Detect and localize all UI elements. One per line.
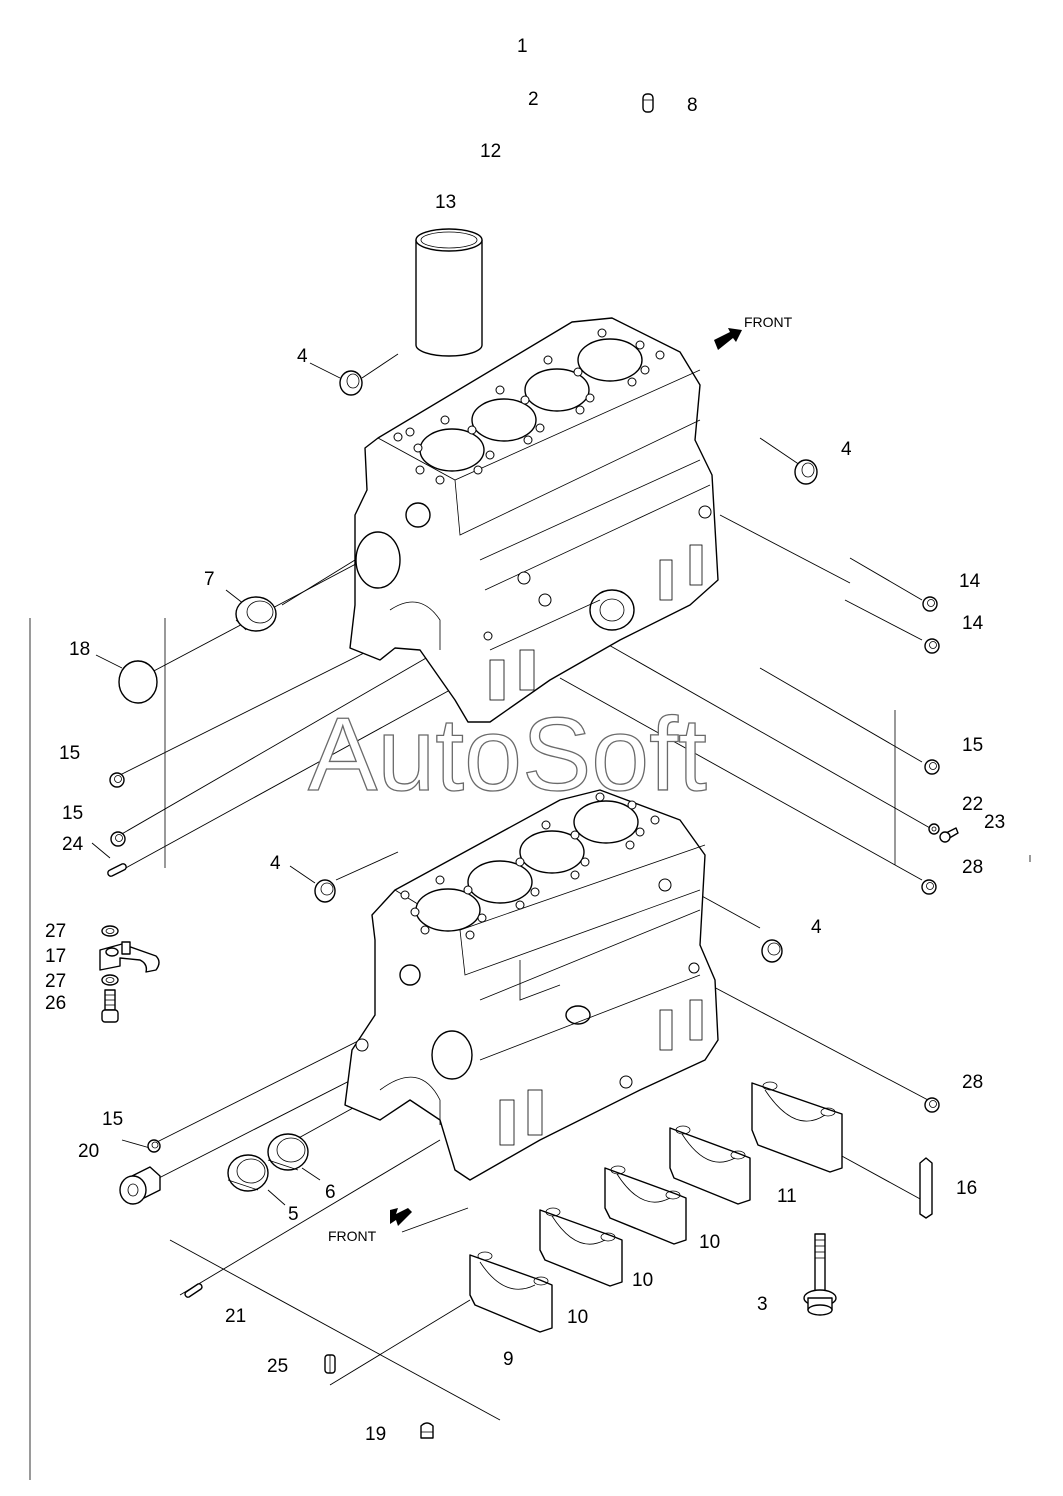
callout-26: 26 (45, 993, 66, 1014)
callout-21: 21 (225, 1306, 246, 1327)
callout-10-b: 10 (632, 1270, 653, 1291)
plug-15-d (147, 1139, 161, 1153)
cylinder-block-upper (349, 317, 719, 723)
callout-22: 22 (962, 794, 983, 815)
plug-28-b (924, 1097, 940, 1113)
bearing-cap-10-b (604, 1165, 687, 1245)
plug-4-upper-right (794, 459, 818, 485)
callout-27-b: 27 (45, 971, 66, 992)
plug-14-b (924, 638, 940, 654)
callout-28-a: 28 (962, 857, 983, 878)
callout-20: 20 (78, 1141, 99, 1162)
callout-10-c: 10 (699, 1232, 720, 1253)
callout-9: 9 (503, 1349, 514, 1370)
callout-14-a: 14 (959, 571, 981, 592)
callout-14-b: 14 (962, 613, 984, 634)
callout-17: 17 (45, 946, 66, 967)
dowel-25 (324, 1354, 336, 1374)
plug-14-a (922, 596, 938, 612)
callout-15-d: 15 (102, 1109, 123, 1130)
callout-10-a: 10 (567, 1307, 588, 1328)
watermark-text: AutoSoft (308, 697, 707, 813)
callout-15-c: 15 (962, 735, 983, 756)
bearing-cap-10-a (539, 1207, 623, 1287)
plug-28-a (921, 879, 937, 895)
callout-7: 7 (204, 569, 215, 590)
callout-labels: 1 2 8 12 13 4 4 7 18 14 14 15 15 15 22 2… (45, 36, 1005, 1445)
callout-15-a: 15 (59, 743, 80, 764)
bearing-cap-9 (469, 1251, 553, 1333)
callout-28-b: 28 (962, 1072, 983, 1093)
cylinder-block-lower (344, 789, 719, 1181)
callout-25: 25 (267, 1356, 288, 1377)
bracket-17 (99, 941, 160, 973)
callout-11: 11 (777, 1186, 797, 1207)
callout-12: 12 (480, 141, 501, 162)
bushing-5 (227, 1154, 269, 1192)
front-arrow-upper (714, 328, 742, 350)
plug-4-lower-right (761, 939, 783, 963)
callout-5: 5 (288, 1204, 299, 1225)
cylinder-liner-13 (415, 228, 483, 357)
callout-15-b: 15 (62, 803, 83, 824)
callout-4-lower-right: 4 (811, 917, 822, 938)
callout-19: 19 (365, 1424, 386, 1445)
washer-27-a (101, 925, 119, 937)
key-16 (919, 1157, 933, 1219)
plug-15-a (109, 772, 125, 788)
front-arrow-lower (390, 1208, 412, 1226)
front-label-upper: FRONT (744, 314, 793, 330)
callout-8: 8 (687, 95, 698, 116)
callout-4-lower-left: 4 (270, 853, 281, 874)
callout-13: 13 (435, 192, 456, 213)
callout-24: 24 (62, 834, 84, 855)
plug-4-upper-left (339, 370, 363, 396)
washer-22 (928, 823, 940, 835)
bearing-cap-bolt-3 (803, 1233, 837, 1316)
cap-18 (118, 660, 158, 704)
bolt-26 (101, 989, 119, 1023)
bearing-cap-11 (751, 1081, 843, 1173)
dowel-pin-8 (642, 93, 654, 113)
callout-6: 6 (325, 1182, 336, 1203)
plug-19 (420, 1422, 434, 1439)
callout-18: 18 (69, 639, 90, 660)
plug-4-lower-left (314, 879, 336, 903)
callout-4-upper-right: 4 (841, 439, 852, 460)
callout-3: 3 (757, 1294, 768, 1315)
bearing-cap-10-c (669, 1125, 751, 1205)
pin-24 (107, 863, 127, 877)
washer-27-b (101, 974, 119, 986)
callout-4-upper-left: 4 (297, 346, 308, 367)
callout-2: 2 (528, 89, 539, 110)
bolt-23 (939, 827, 959, 843)
callout-1: 1 (517, 36, 528, 57)
callout-23: 23 (984, 812, 1005, 833)
plug-15-c (924, 759, 940, 775)
plug-15-b (110, 831, 126, 847)
front-label-lower: FRONT (328, 1228, 377, 1244)
pin-21 (184, 1283, 203, 1298)
callout-16: 16 (956, 1178, 977, 1199)
bushing-6 (267, 1133, 309, 1171)
plug-20 (119, 1166, 161, 1205)
bushing-7 (235, 596, 277, 632)
callout-27-a: 27 (45, 921, 66, 942)
